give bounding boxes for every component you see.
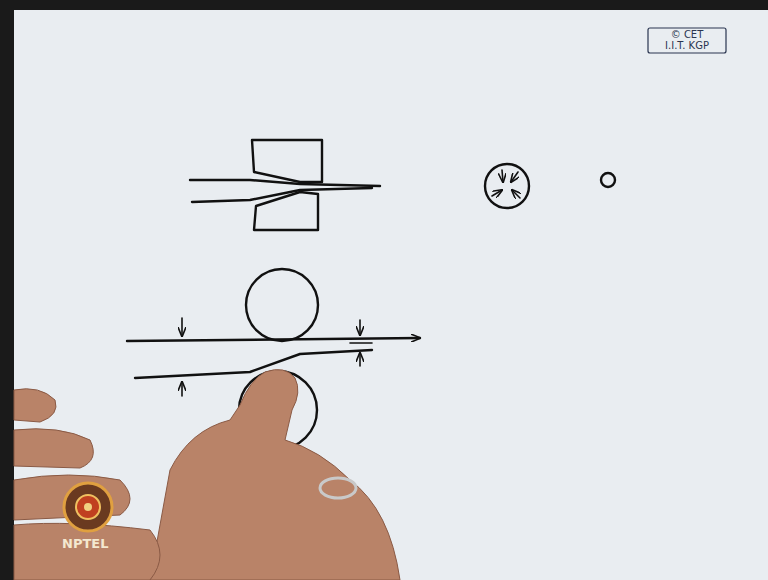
small-circle — [601, 173, 615, 187]
nptel-logo — [64, 483, 112, 531]
strip-bottom — [192, 188, 372, 202]
watermark-box — [648, 28, 726, 53]
upper-roll — [246, 269, 318, 341]
upper-die — [252, 140, 322, 182]
watermark-text: © CET — [671, 29, 704, 40]
strip-top-line — [127, 338, 420, 341]
logo-text: NPTEL — [62, 536, 108, 551]
hand — [14, 370, 400, 580]
strip-bottom-line — [135, 350, 372, 378]
ring — [320, 478, 356, 498]
strip-top — [190, 180, 380, 186]
stress-element — [485, 164, 529, 208]
watermark-text: I.I.T. KGP — [665, 40, 709, 51]
